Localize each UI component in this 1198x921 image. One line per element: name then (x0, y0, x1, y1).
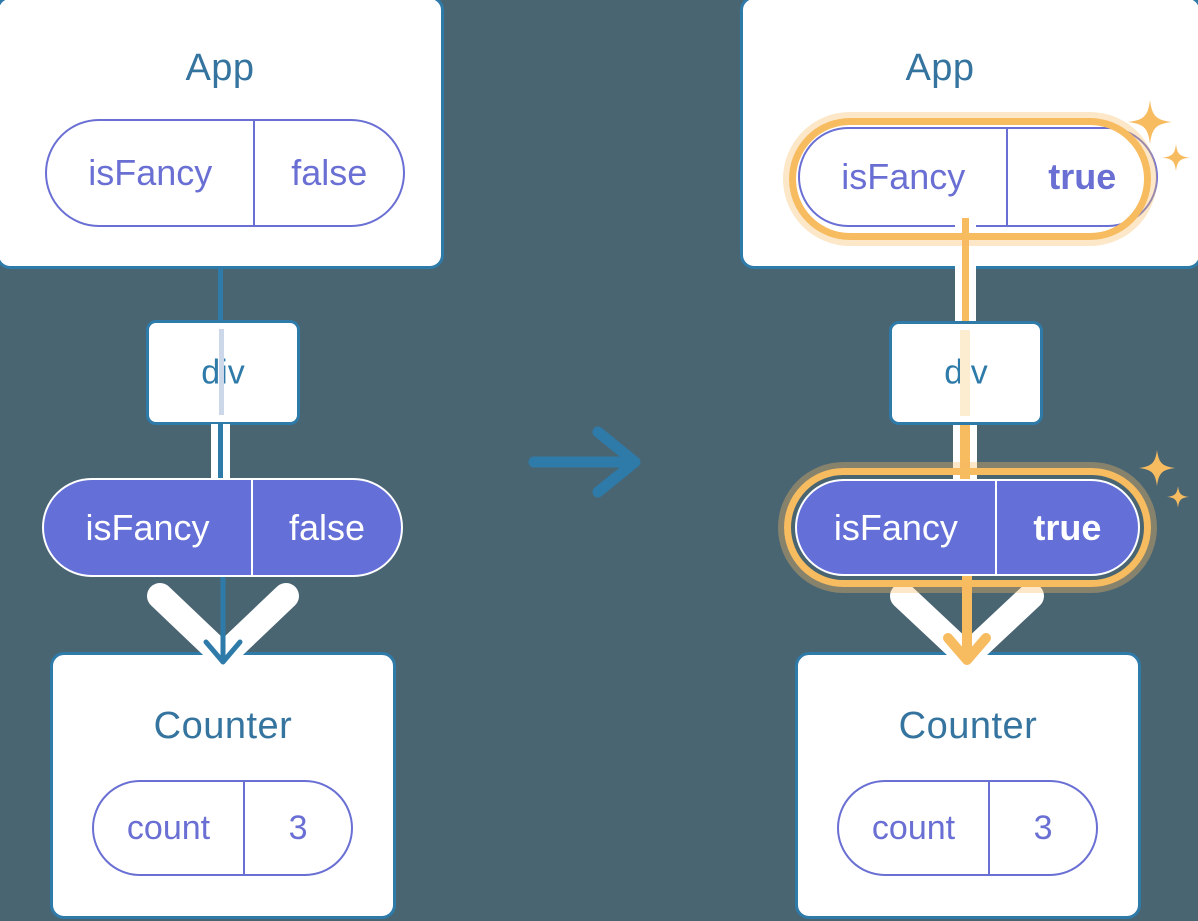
edge-div-to-prop-after (953, 424, 977, 486)
prop-pill-key-before: isFancy (85, 506, 210, 548)
counter-card-before: Counter count 3 (50, 652, 396, 919)
app-card-title-before: App (185, 47, 255, 89)
app-card-before: App isFancy false (0, 0, 444, 269)
app-card-title-after: App (905, 47, 975, 89)
counter-card-title-before: Counter (153, 705, 293, 747)
counter-state-pill-before: count 3 (92, 780, 353, 876)
edge-div-inner-line-after (960, 330, 970, 416)
counter-state-pill-key-after: count (871, 809, 956, 847)
counter-state-pill-value-after: 3 (988, 782, 1096, 874)
prop-pill-before: isFancy false (42, 478, 403, 577)
app-state-pill-after: isFancy true (798, 127, 1158, 227)
app-state-pill-before: isFancy false (45, 119, 405, 227)
app-state-pill-key-before: isFancy (88, 152, 213, 193)
counter-state-pill-value-before: 3 (243, 782, 351, 874)
sparkles-icon-app-after (1124, 96, 1194, 184)
counter-card-after: Counter count 3 (795, 652, 1141, 919)
counter-card-title-after: Counter (898, 705, 1038, 747)
prop-pill-key-after: isFancy (833, 506, 958, 548)
transition-arrow-icon (526, 422, 651, 502)
counter-state-pill-after: count 3 (837, 780, 1098, 876)
prop-pill-value-after: true (994, 481, 1138, 574)
arrow-prop-to-counter-before (140, 572, 306, 669)
edge-div-to-prop-before (211, 424, 230, 486)
prop-pill-after: isFancy true (795, 479, 1140, 576)
edge-div-inner-line-before (219, 330, 224, 415)
sparkles-icon-prop-after (1136, 448, 1194, 516)
app-state-pill-value-before: false (253, 121, 403, 225)
app-state-pill-value-after: true (1006, 129, 1156, 225)
counter-state-pill-key-before: count (126, 809, 211, 847)
edge-app-to-div-after (955, 218, 976, 323)
prop-pill-value-before: false (251, 480, 401, 575)
arrow-prop-to-counter-after (882, 572, 1052, 669)
edge-app-to-div-before (218, 265, 223, 323)
app-state-pill-key-after: isFancy (841, 156, 966, 197)
